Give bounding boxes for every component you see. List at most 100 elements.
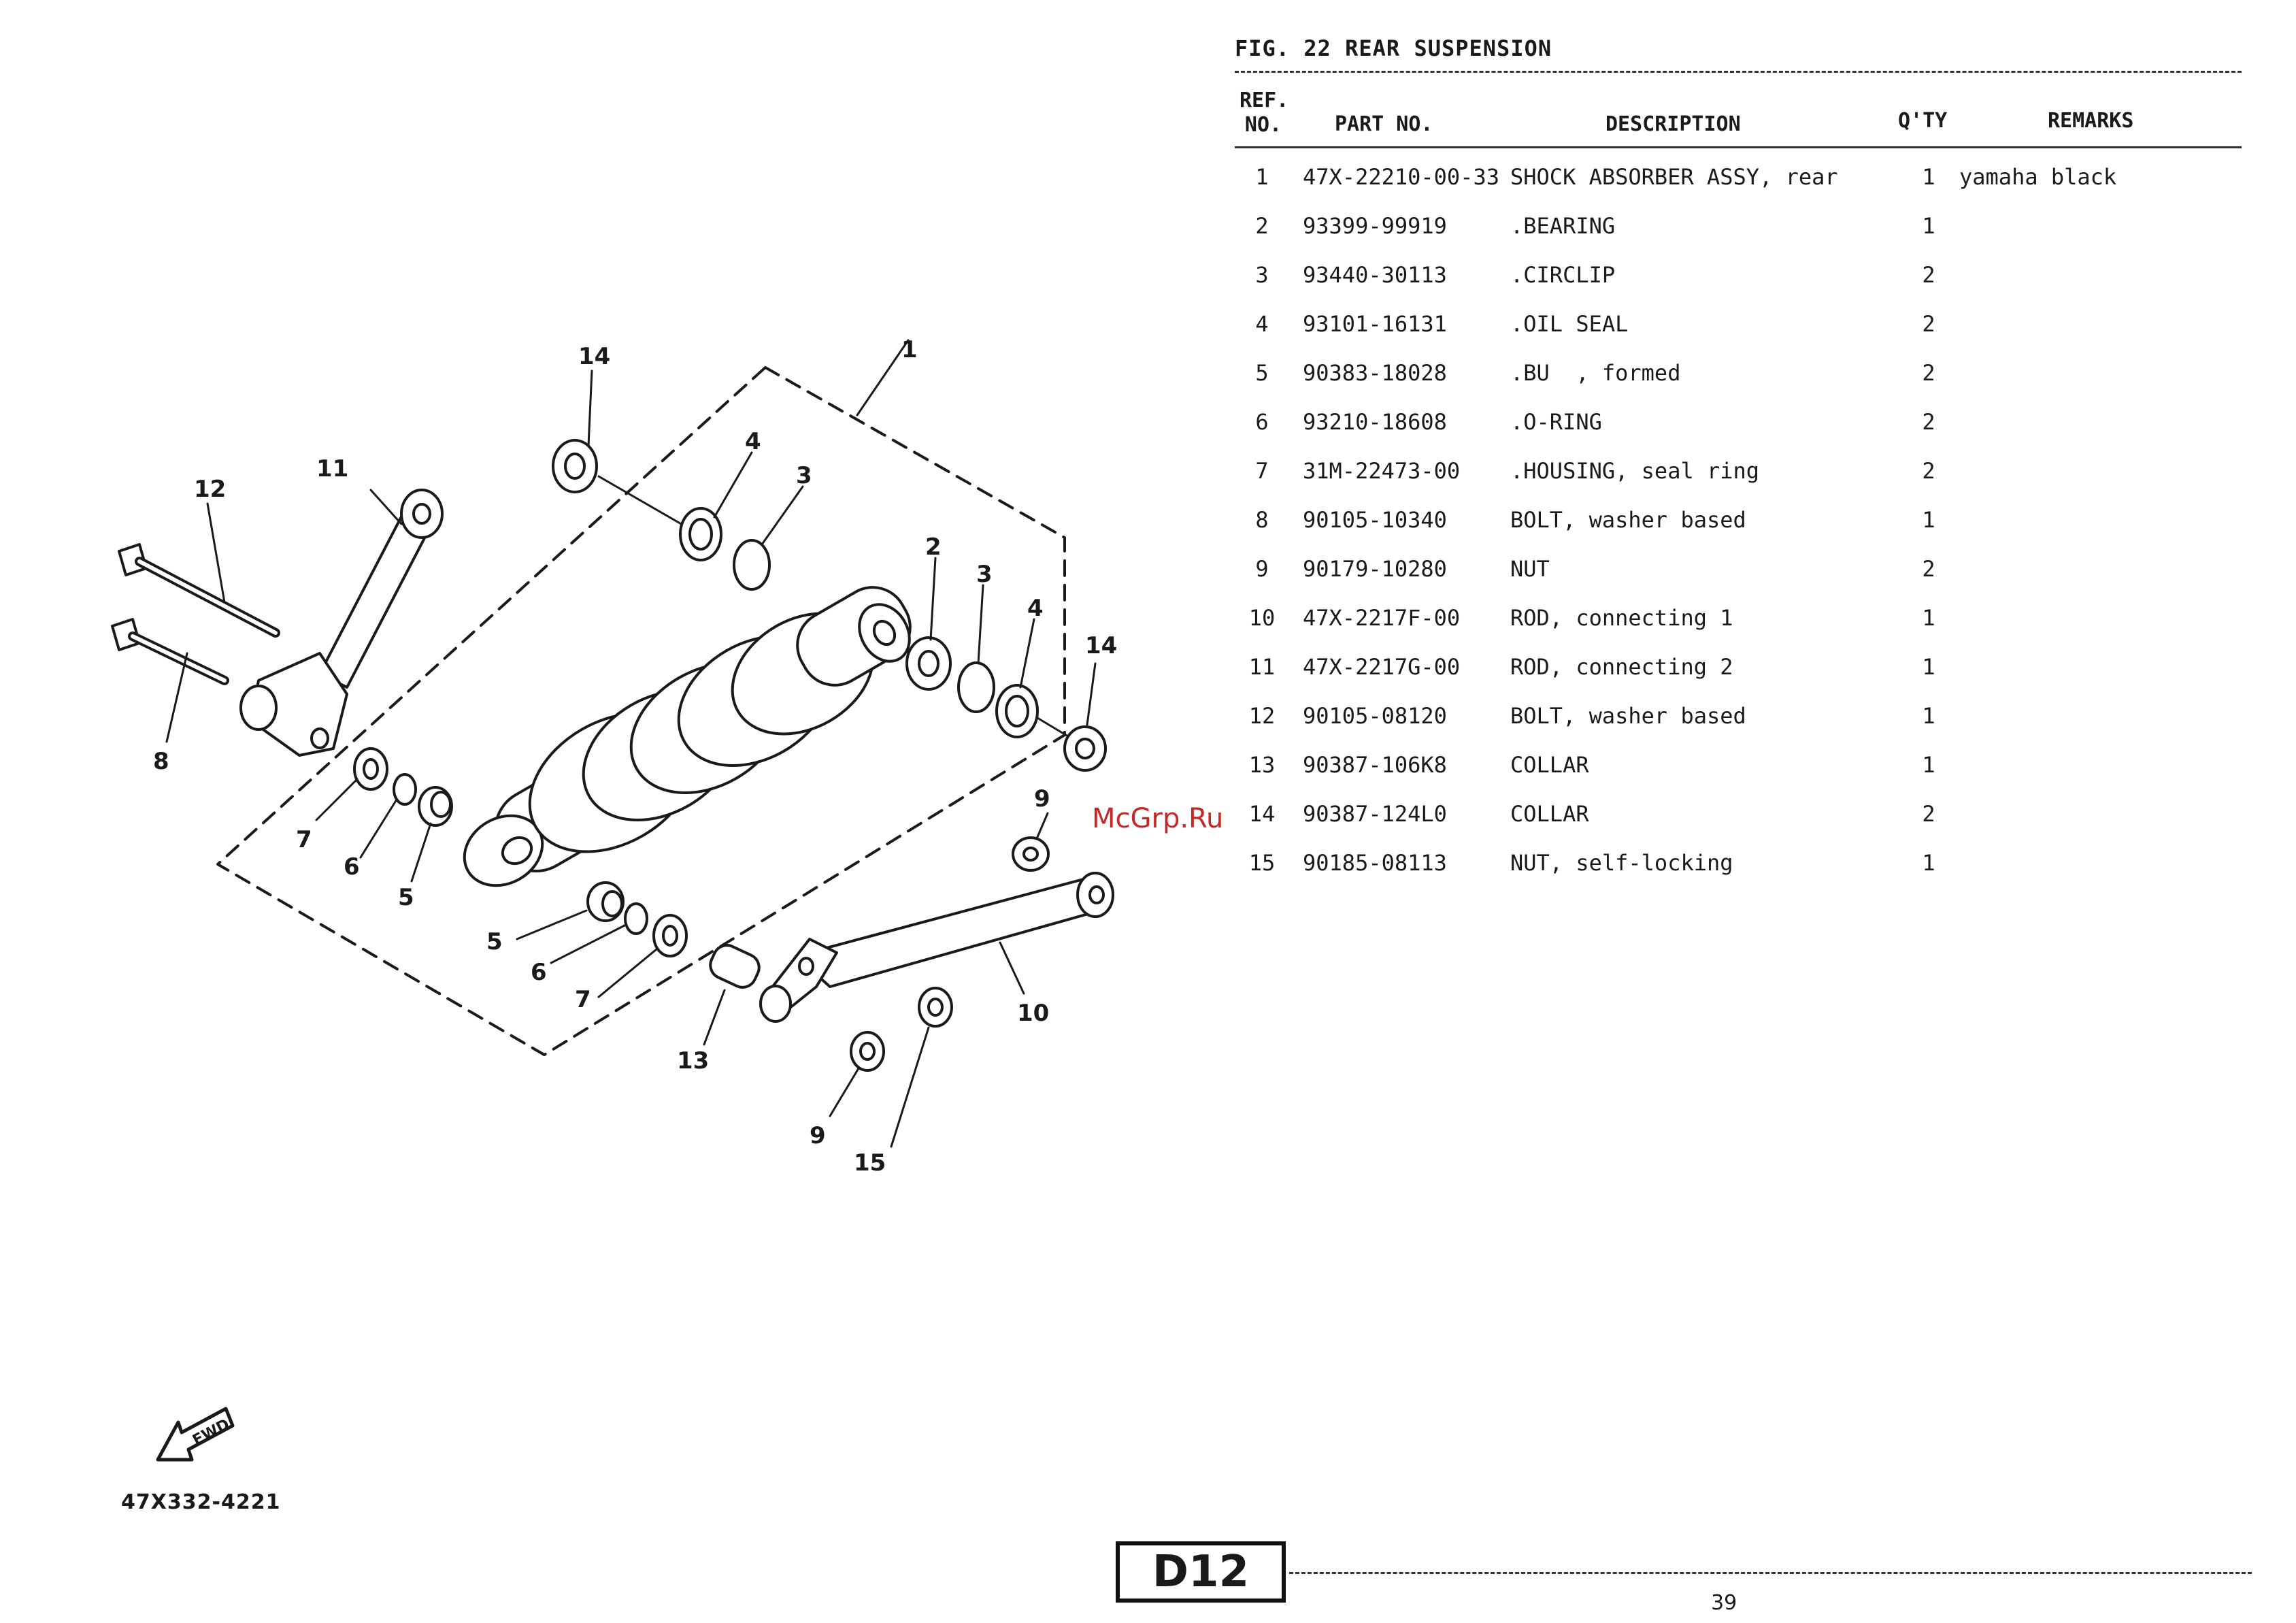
description: COLLAR — [1510, 752, 1589, 778]
part-no: 93399-99919 — [1303, 213, 1447, 239]
callout-8: 8 — [153, 748, 169, 775]
callout-5-lower: 5 — [486, 928, 503, 955]
connecting-rod-10 — [759, 872, 1114, 1023]
ref-no: 4 — [1255, 311, 1269, 337]
o-ring-6-left — [393, 773, 417, 806]
ref-no: 6 — [1255, 409, 1269, 435]
circlip-3 — [957, 661, 995, 713]
header-qty: Q'TY — [1898, 109, 1948, 133]
part-no: 47X-22210-00-33 — [1303, 164, 1499, 190]
table-row: 1 47X-22210-00-33 SHOCK ABSORBER ASSY, r… — [1235, 163, 2242, 191]
table-row: 10 47X-2217F-00 ROD, connecting 1 1 — [1235, 604, 2242, 632]
ref-no: 12 — [1248, 703, 1276, 729]
bush-5-left — [418, 786, 453, 827]
callout-7-left: 7 — [296, 826, 312, 853]
oil-seal-4-top — [679, 507, 722, 561]
part-no: 47X-2217G-00 — [1303, 654, 1461, 680]
housing-7-left — [353, 747, 388, 791]
callout-11: 11 — [316, 455, 348, 482]
description: .BEARING — [1510, 213, 1616, 239]
header-part-no: PART NO. — [1335, 112, 1433, 136]
callout-3-right: 3 — [976, 561, 993, 588]
table-row: 3 93440-30113 .CIRCLIP 2 — [1235, 261, 2242, 289]
leader-lines — [165, 339, 1097, 1148]
ref-no: 8 — [1255, 507, 1269, 533]
callout-3-top: 3 — [796, 462, 812, 489]
qty: 1 — [1922, 213, 1935, 239]
ref-no: 3 — [1255, 262, 1269, 288]
table-row: 2 93399-99919 .BEARING 1 — [1235, 212, 2242, 240]
section-code-box: D12 — [1116, 1541, 1286, 1603]
description: ROD, connecting 1 — [1510, 605, 1733, 631]
bolt-8 — [111, 618, 229, 685]
table-row: 5 90383-18028 .BU , formed 2 — [1235, 359, 2242, 387]
collar-14-top — [552, 439, 688, 529]
part-no: 90387-124L0 — [1303, 801, 1447, 827]
description: ROD, connecting 2 — [1510, 654, 1733, 680]
table-row: 4 93101-16131 .OIL SEAL 2 — [1235, 310, 2242, 338]
callout-6-left: 6 — [344, 853, 360, 881]
remarks: yamaha black — [1959, 164, 2117, 190]
qty: 2 — [1922, 556, 1935, 582]
description: NUT, self-locking — [1510, 850, 1733, 876]
header-ref-no: REF. NO. — [1239, 88, 1289, 137]
part-no: 90383-18028 — [1303, 360, 1447, 386]
part-no: 90179-10280 — [1303, 556, 1447, 582]
assembly-boundary — [216, 366, 1066, 1056]
shock-absorber — [463, 586, 912, 887]
qty: 1 — [1922, 507, 1935, 533]
bearing-2 — [905, 636, 952, 691]
qty: 2 — [1922, 311, 1935, 337]
callout-9-top: 9 — [1034, 785, 1050, 813]
description: NUT — [1510, 556, 1550, 582]
description: BOLT, washer based — [1510, 507, 1746, 533]
description: .CIRCLIP — [1510, 262, 1616, 288]
description: .BU , formed — [1510, 360, 1681, 386]
table-row: 14 90387-124L0 COLLAR 2 — [1235, 800, 2242, 827]
qty: 2 — [1922, 262, 1935, 288]
qty: 1 — [1922, 654, 1935, 680]
table-row: 7 31M-22473-00 .HOUSING, seal ring 2 — [1235, 457, 2242, 485]
callout-15: 15 — [854, 1149, 886, 1177]
table-row: 13 90387-106K8 COLLAR 1 — [1235, 751, 2242, 778]
ref-no: 9 — [1255, 556, 1269, 582]
description: BOLT, washer based — [1510, 703, 1746, 729]
fwd-arrow-icon: FWD — [151, 1395, 239, 1470]
ref-no: 2 — [1255, 213, 1269, 239]
ref-no: 14 — [1248, 801, 1276, 827]
description: .OIL SEAL — [1510, 311, 1629, 337]
callout-1: 1 — [901, 336, 918, 363]
header-top-rule — [1235, 71, 2242, 73]
callout-14-top: 14 — [578, 343, 610, 370]
footer-rule — [1289, 1572, 2252, 1574]
ref-no: 5 — [1255, 360, 1269, 386]
housing-7-lower — [652, 914, 688, 957]
qty: 2 — [1922, 458, 1935, 484]
table-row: 12 90105-08120 BOLT, washer based 1 — [1235, 702, 2242, 729]
collar-13 — [709, 944, 761, 989]
callout-6-lower: 6 — [531, 959, 547, 986]
callout-12: 12 — [194, 476, 226, 503]
connecting-rod-11 — [239, 489, 444, 757]
qty: 1 — [1922, 752, 1935, 778]
header-remarks: REMARKS — [2048, 109, 2134, 133]
ref-no: 1 — [1255, 164, 1269, 190]
description: .HOUSING, seal ring — [1510, 458, 1760, 484]
description: COLLAR — [1510, 801, 1589, 827]
part-no: 90185-08113 — [1303, 850, 1447, 876]
qty: 1 — [1922, 850, 1935, 876]
callout-10: 10 — [1017, 1000, 1049, 1027]
o-ring-6-lower — [624, 902, 648, 935]
table-row: 11 47X-2217G-00 ROD, connecting 2 1 — [1235, 653, 2242, 681]
header-description: DESCRIPTION — [1605, 112, 1741, 136]
nut-9-top — [1012, 836, 1050, 872]
watermark: McGrp.Ru — [1092, 803, 1224, 834]
catalog-number: 47X332-4221 — [121, 1490, 281, 1514]
circlip-3-top — [733, 539, 771, 591]
collar-14-right — [1063, 725, 1107, 772]
nut-15 — [918, 987, 953, 1028]
table-row: 9 90179-10280 NUT 2 — [1235, 555, 2242, 583]
bush-5-lower — [586, 881, 625, 922]
table-row: 6 93210-18608 .O-RING 2 — [1235, 408, 2242, 436]
ref-no: 11 — [1248, 654, 1276, 680]
